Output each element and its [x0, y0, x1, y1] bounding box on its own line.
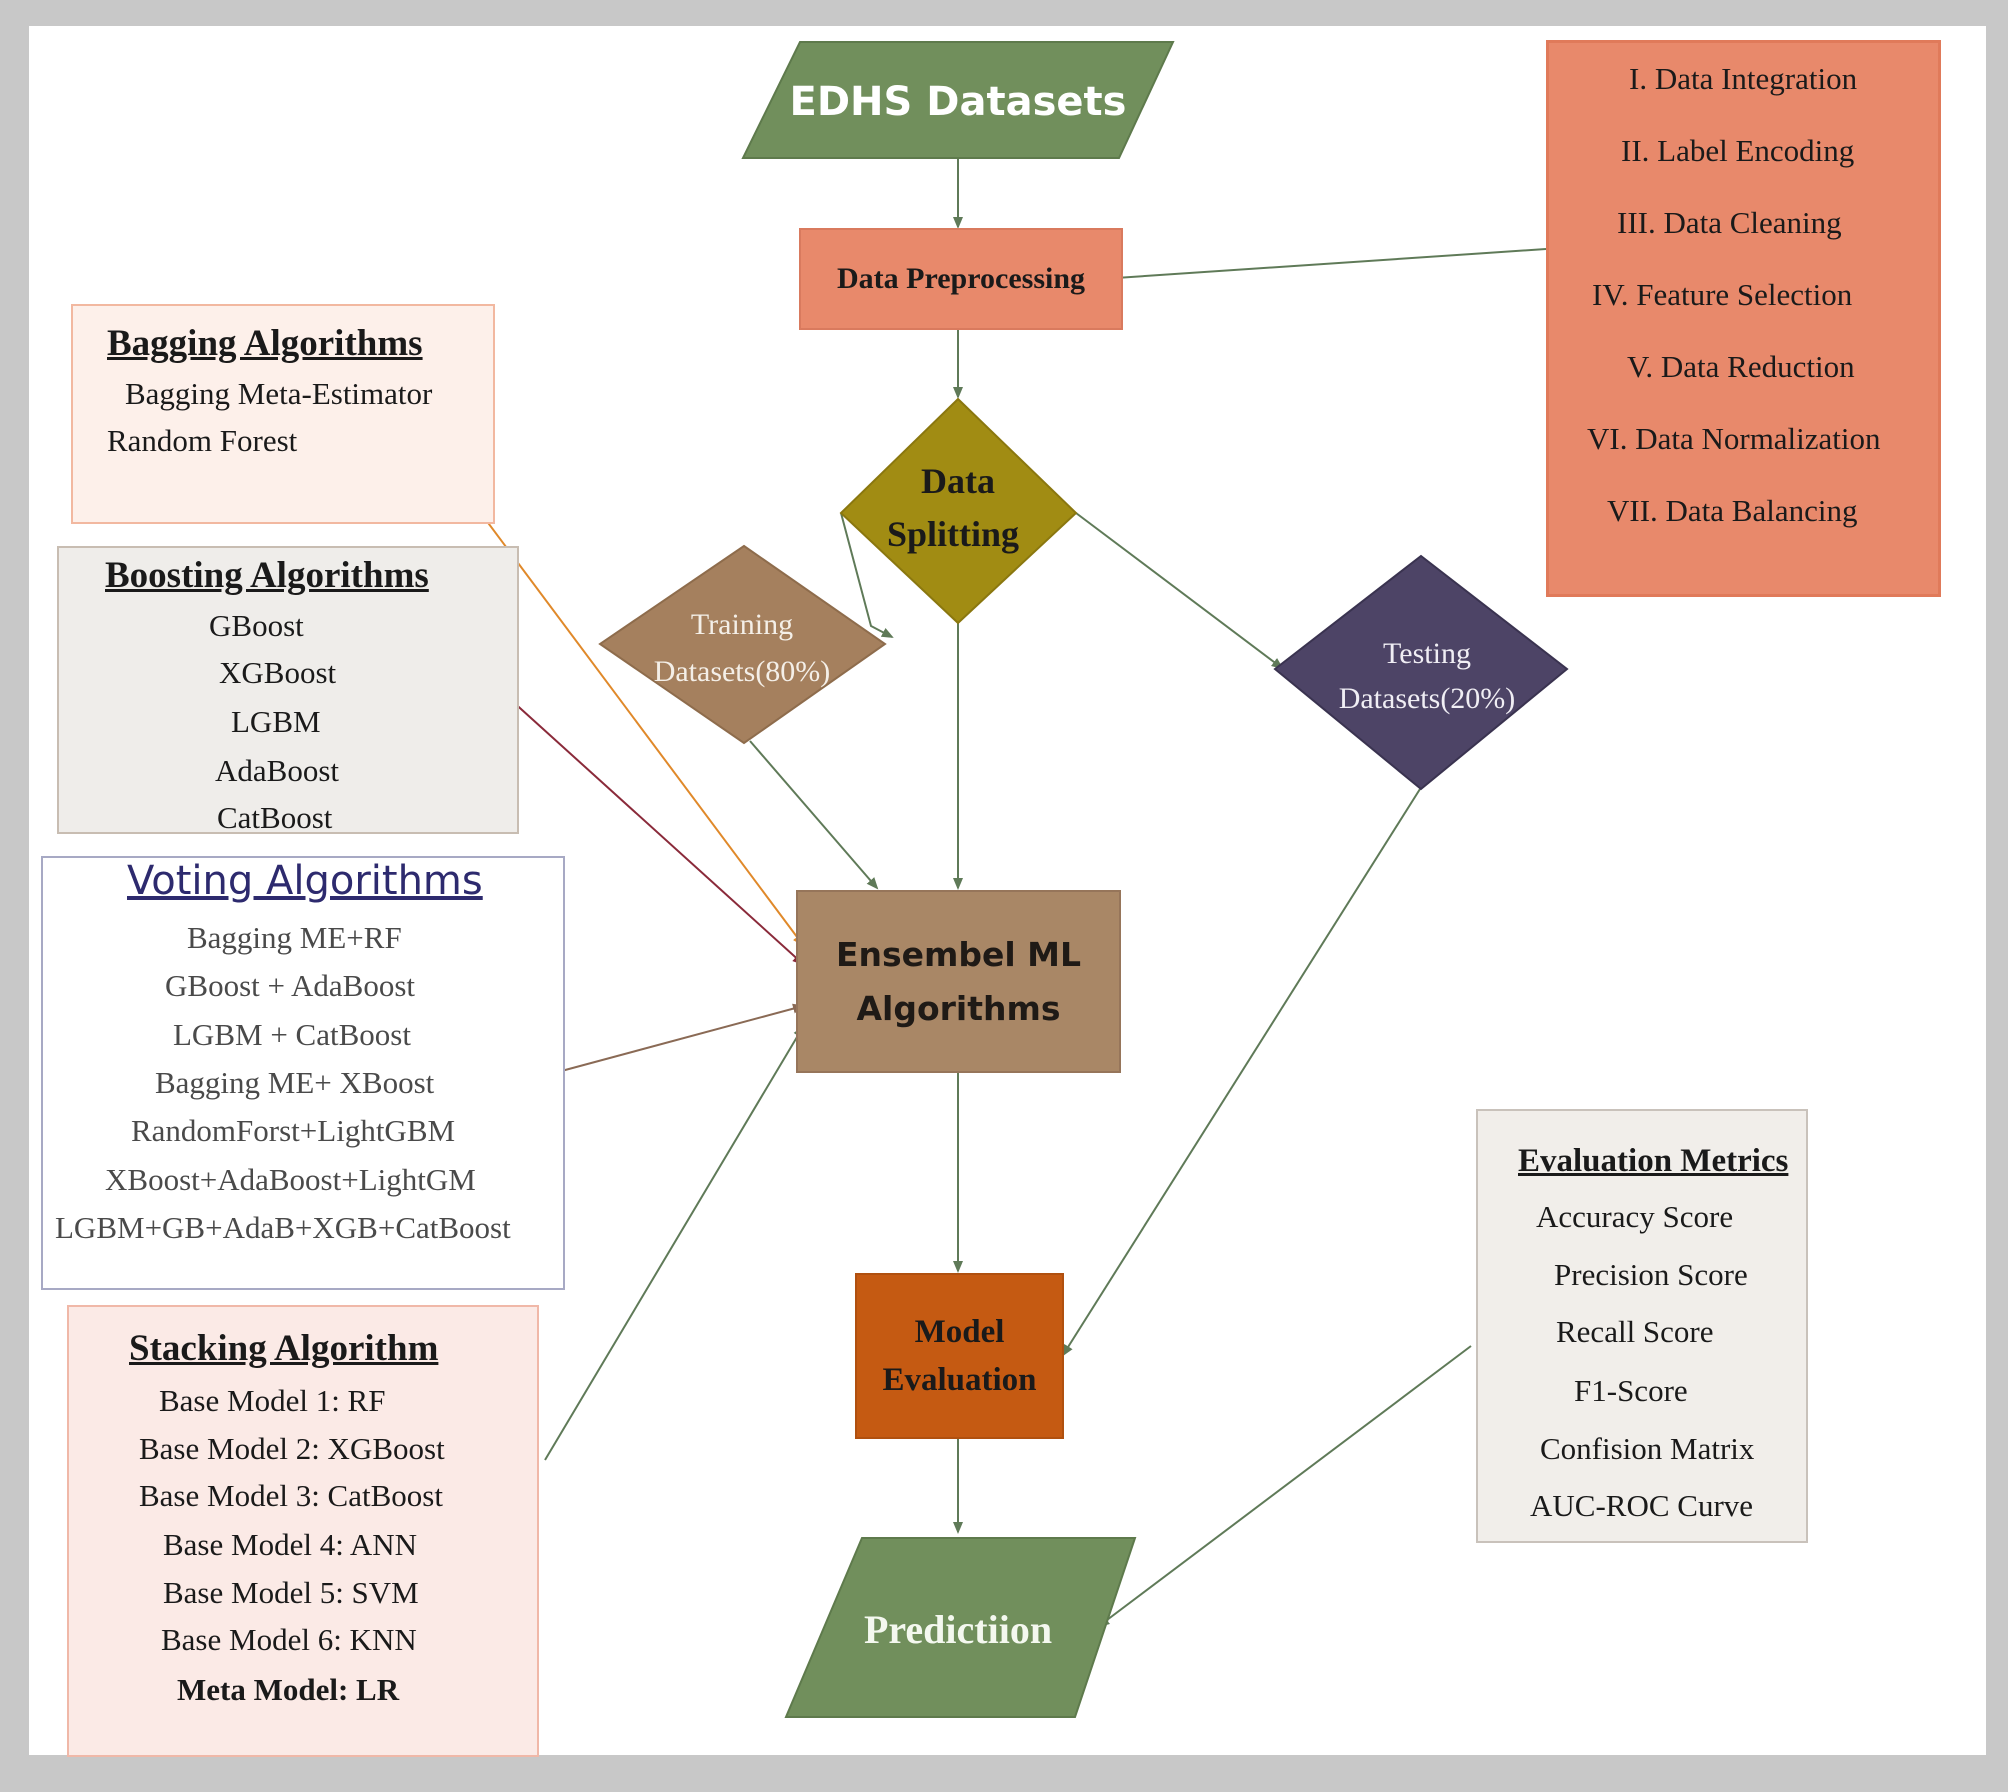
evaluation-metrics-box: Evaluation Metrics Accuracy Score Precis… [1476, 1109, 1808, 1543]
splitting-label-line2: Splitting [887, 514, 1019, 554]
boosting-item: GBoost [209, 608, 304, 643]
stacking-item: Base Model 4: ANN [163, 1527, 418, 1562]
boosting-item: LGBM [231, 704, 321, 739]
boosting-box: Boosting Algorithms GBoost XGBoost LGBM … [57, 546, 519, 835]
metric-item: Precision Score [1554, 1257, 1748, 1292]
arrow-boosting-to-ensemble [499, 689, 805, 966]
stacking-item: Base Model 1: RF [159, 1383, 386, 1418]
voting-item: RandomForst+LightGBM [131, 1113, 456, 1148]
arrow-metrics-to-prediction [1097, 1345, 1472, 1628]
testing-label-line1: Testing [1383, 637, 1471, 670]
boosting-title: Boosting Algorithms [105, 555, 429, 596]
bagging-box: Bagging Algorithms Bagging Meta-Estimato… [71, 304, 495, 524]
diagram-canvas: EDHS Datasets Data Splitting Training Da… [29, 26, 1986, 1757]
model-evaluation-node: Model Evaluation [855, 1273, 1064, 1439]
voting-item: XBoost+AdaBoost+LightGM [105, 1162, 476, 1197]
connector-layer [479, 156, 1547, 1628]
evaluation-label-line2: Evaluation [882, 1362, 1037, 1398]
voting-item: LGBM+GB+AdaB+XGB+CatBoost [55, 1210, 511, 1245]
step-item: VI. Data Normalization [1587, 421, 1881, 456]
arrow-steps-to-preprocessing [1099, 248, 1547, 284]
stacking-item: Base Model 2: XGBoost [139, 1431, 445, 1466]
data-preprocessing-node: Data Preprocessing [799, 228, 1123, 330]
voting-item: GBoost + AdaBoost [165, 968, 416, 1003]
stacking-title: Stacking Algorithm [129, 1328, 439, 1369]
training-label-line2: Datasets(80%) [654, 655, 831, 688]
preprocessing-steps-box: I. Data Integration II. Label Encoding I… [1546, 40, 1941, 597]
prediction-node: Predictiion [784, 1537, 1137, 1718]
arrow-testing-to-evaluation [1061, 788, 1421, 1357]
arrow-voting-to-ensemble [553, 1003, 805, 1074]
preprocessing-label: Data Preprocessing [836, 262, 1086, 295]
splitting-label-line1: Data [921, 461, 995, 501]
arrow-splitting-to-training [840, 512, 894, 638]
stacking-item: Base Model 5: SVM [163, 1575, 419, 1610]
testing-label-line2: Datasets(20%) [1339, 682, 1516, 715]
source-label: EDHS Datasets [790, 79, 1127, 125]
arrow-training-to-ensemble [749, 740, 879, 890]
stacking-box: Stacking Algorithm Base Model 1: RF Base… [67, 1305, 539, 1757]
metric-item: Confision Matrix [1540, 1431, 1755, 1466]
arrow-bagging-to-ensemble [479, 511, 805, 947]
bagging-item: Bagging Meta-Estimator [125, 376, 433, 411]
stacking-meta: Meta Model: LR [177, 1672, 400, 1707]
boosting-item: XGBoost [219, 655, 337, 690]
voting-item: Bagging ME+ XBoost [155, 1065, 435, 1100]
bagging-item: Random Forest [107, 423, 298, 458]
metrics-title: Evaluation Metrics [1518, 1143, 1789, 1179]
boosting-item: AdaBoost [215, 753, 339, 788]
voting-title: Voting Algorithms [127, 858, 483, 904]
step-item: III. Data Cleaning [1617, 205, 1842, 240]
data-splitting-node: Data Splitting [839, 397, 1078, 625]
testing-node: Testing Datasets(20%) [1273, 554, 1569, 791]
metric-item: Recall Score [1556, 1314, 1714, 1349]
shape-layer: EDHS Datasets Data Splitting Training Da… [598, 41, 1569, 1718]
training-node: Training Datasets(80%) [598, 544, 887, 745]
ensemble-node: Ensembel ML Algorithms [796, 890, 1121, 1073]
step-item: II. Label Encoding [1621, 133, 1855, 168]
bagging-title: Bagging Algorithms [107, 323, 423, 364]
ensemble-label-line1: Ensembel ML [835, 934, 1082, 974]
metric-item: F1-Score [1574, 1373, 1688, 1408]
prediction-label: Predictiion [864, 1607, 1052, 1652]
step-item: V. Data Reduction [1627, 349, 1855, 384]
boosting-item: CatBoost [217, 800, 333, 835]
metric-item: Accuracy Score [1536, 1199, 1734, 1234]
step-item: IV. Feature Selection [1592, 277, 1853, 312]
voting-item: LGBM + CatBoost [173, 1017, 411, 1052]
ensemble-label-line2: Algorithms [856, 988, 1061, 1028]
voting-box: Voting Algorithms Bagging ME+RF GBoost +… [41, 856, 565, 1290]
step-item: VII. Data Balancing [1607, 493, 1858, 528]
stacking-item: Base Model 6: KNN [161, 1622, 417, 1657]
evaluation-label-line1: Model [914, 1314, 1005, 1350]
step-item: I. Data Integration [1629, 61, 1858, 96]
metric-item: AUC-ROC Curve [1530, 1488, 1754, 1523]
voting-item: Bagging ME+RF [187, 920, 402, 955]
arrow-splitting-to-testing [1075, 512, 1284, 670]
training-label-line1: Training [691, 608, 793, 641]
arrow-stacking-to-ensemble [544, 1025, 805, 1461]
source-node: EDHS Datasets [741, 41, 1175, 159]
stacking-item: Base Model 3: CatBoost [139, 1478, 443, 1513]
